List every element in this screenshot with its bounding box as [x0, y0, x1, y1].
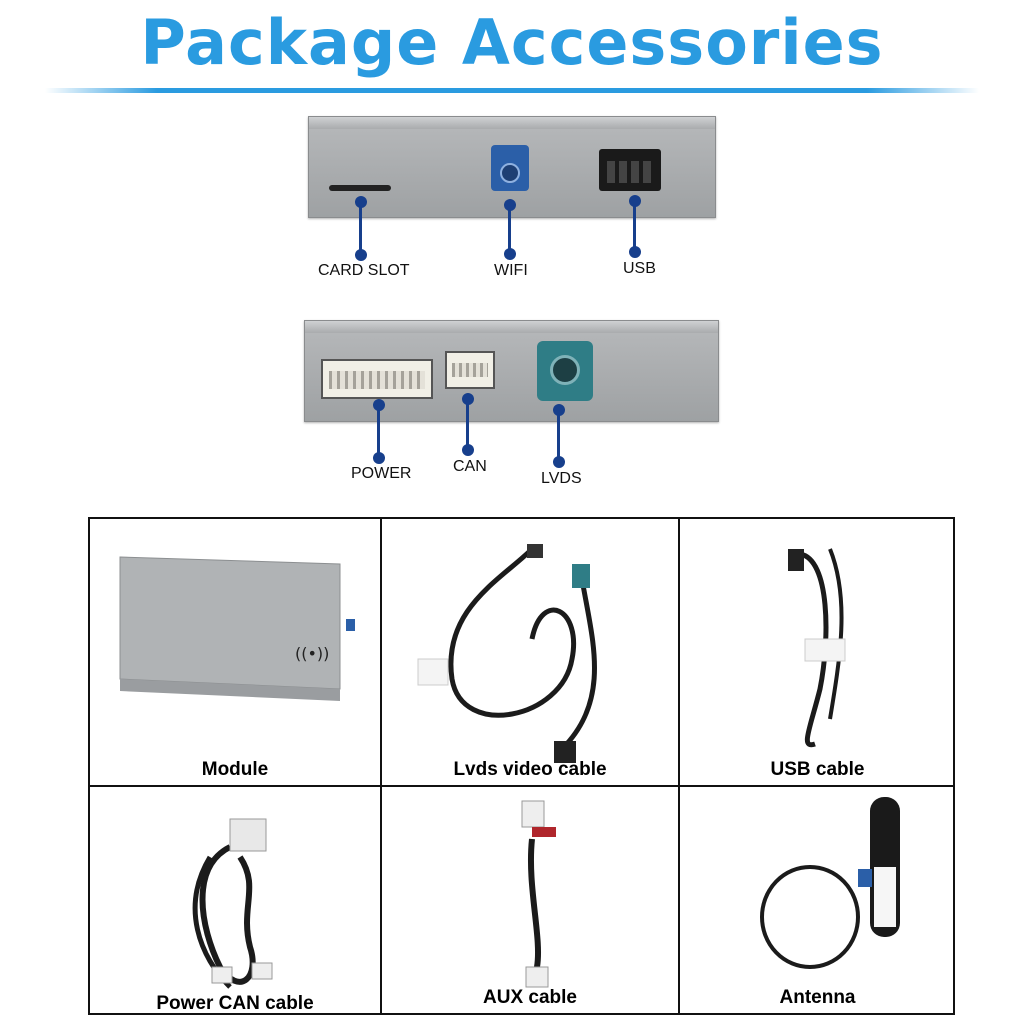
card-slot-label: CARD SLOT [318, 262, 410, 279]
lvds-port [537, 341, 593, 401]
lvds-callout [557, 410, 560, 460]
card-slot-callout [359, 200, 362, 256]
power-label: POWER [351, 465, 412, 482]
power-callout [377, 405, 380, 457]
aux-cable-image [521, 800, 556, 988]
accessory-label-usb-cable: USB cable [770, 759, 865, 780]
accessory-cell-aux-cable: AUX cable [382, 787, 680, 1015]
accessory-label-module: Module [201, 759, 269, 780]
accessory-label-power-can-cable: Power CAN cable [156, 993, 314, 1014]
power-port [321, 359, 433, 399]
antenna-image [760, 797, 900, 969]
usb-label: USB [623, 260, 656, 277]
wifi-label: WIFI [494, 262, 528, 279]
can-callout [466, 398, 469, 450]
usb-cable-image [788, 548, 846, 748]
page-title: Package Accessories [140, 6, 884, 79]
can-port [445, 351, 495, 389]
usb-port [599, 149, 661, 191]
module-front-panel [308, 116, 716, 218]
accessory-label-antenna: Antenna [779, 987, 856, 1008]
accessory-label-lvds-cable: Lvds video cable [453, 759, 607, 780]
svg-text:((•)): ((•)) [295, 644, 329, 663]
accessory-cell-power-can-cable: Power CAN cable [90, 787, 382, 1015]
title-underline [45, 88, 979, 93]
card-slot-port [329, 185, 391, 191]
lvds-label: LVDS [541, 470, 582, 487]
lvds-cable-image [417, 544, 597, 763]
accessory-cell-usb-cable: USB cable [680, 519, 955, 787]
accessory-label-aux-cable: AUX cable [483, 987, 577, 1008]
accessory-cell-module: ((•)) Module [90, 519, 382, 787]
wifi-callout [508, 205, 511, 255]
power-can-cable-image [192, 818, 273, 989]
can-label: CAN [453, 458, 487, 475]
usb-callout [633, 200, 636, 254]
accessories-grid: ((•)) Module Lvds video cable USB cable [88, 517, 955, 1015]
accessory-cell-antenna: Antenna [680, 787, 955, 1015]
module-image: ((•)) [119, 556, 355, 701]
wifi-port [491, 145, 529, 191]
accessory-cell-lvds-cable: Lvds video cable [382, 519, 680, 787]
module-back-panel [304, 320, 719, 422]
